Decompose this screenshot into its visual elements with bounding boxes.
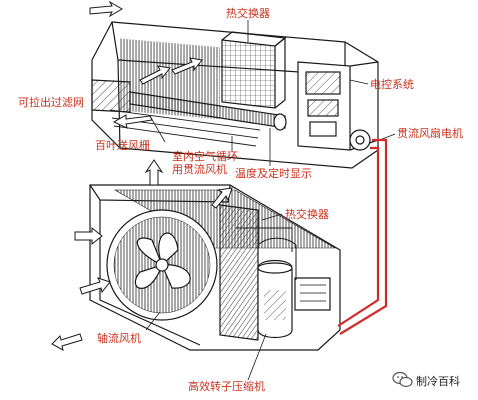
filter-label: 可拉出过滤网 <box>18 96 84 109</box>
watermark-text: 制冷百科 <box>416 375 460 388</box>
louver-label: 百叶送风栅 <box>95 139 150 152</box>
outdoor-airflow-arrows <box>51 159 233 351</box>
indoor-airflow-arrows <box>89 0 203 129</box>
outdoor-heat-exchanger-label: 热交换器 <box>285 208 329 221</box>
axial-fan-label: 轴流风机 <box>97 332 141 345</box>
crossflow-motor-label: 贯流风扇电机 <box>397 127 463 140</box>
electric-control-label: 电控系统 <box>370 78 414 91</box>
indoor-heat-exchanger-label: 热交换器 <box>226 7 270 20</box>
wechat-logo-icon <box>392 371 413 388</box>
refrigerant-pipes <box>337 138 388 335</box>
outdoor-unit <box>89 184 341 381</box>
temp-timer-label: 温度及定时显示 <box>235 167 312 180</box>
indoor-fan-label: 室内空气循环 用贯流风机 <box>172 150 238 176</box>
compressor-label: 高效转子压缩机 <box>188 380 265 393</box>
